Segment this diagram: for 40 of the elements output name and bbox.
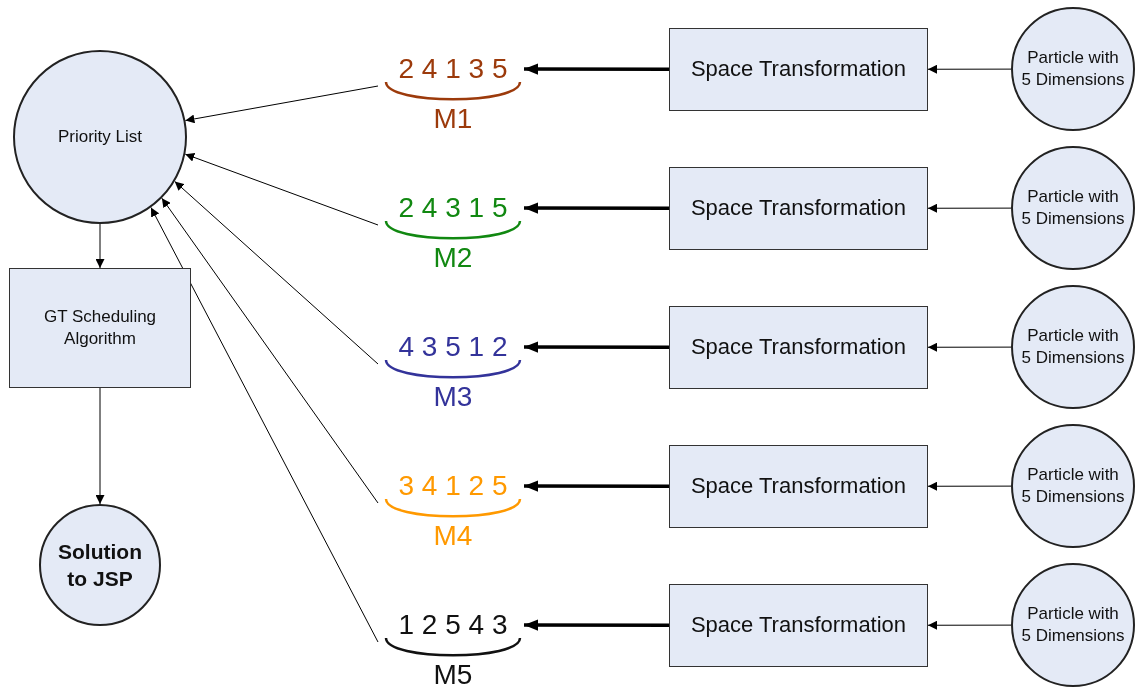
arrow [161,197,379,504]
process-box: Space Transformation [669,167,928,250]
arrow [524,480,669,492]
arrow [927,342,1012,352]
arrow [927,481,1012,491]
arrow [184,153,379,226]
circle-node: Priority List [13,50,187,224]
arrow [524,202,669,214]
number-sequence: 2 4 3 1 5 [398,191,508,225]
arrow [95,387,105,505]
circle-node: Particle with 5 Dimensions [1011,563,1135,687]
circle-node: Particle with 5 Dimensions [1011,7,1135,131]
machine-label: M2 [433,242,473,274]
machine-label: M1 [433,103,473,135]
process-box: Space Transformation [669,306,928,389]
arrow [524,63,669,75]
arrow [95,223,105,269]
arrow [174,181,379,365]
number-sequence: 4 3 5 1 2 [398,330,508,364]
machine-label: M3 [433,381,473,413]
number-sequence: 2 4 1 3 5 [398,52,508,86]
process-box: Space Transformation [669,584,928,667]
arrow [524,341,669,353]
process-box: GT Scheduling Algorithm [9,268,191,388]
arrow [524,619,669,631]
number-sequence: 1 2 5 4 3 [398,608,508,642]
machine-label: M4 [433,520,473,552]
process-box: Space Transformation [669,28,928,111]
circle-node: Particle with 5 Dimensions [1011,424,1135,548]
arrow [150,207,379,643]
process-box: Space Transformation [669,445,928,528]
machine-label: M5 [433,659,473,691]
arrow [927,64,1012,74]
number-sequence: 3 4 1 2 5 [398,469,508,503]
arrow [184,85,379,124]
circle-node: Particle with 5 Dimensions [1011,146,1135,270]
circle-node: Particle with 5 Dimensions [1011,285,1135,409]
arrow [927,620,1012,630]
arrow [927,203,1012,213]
circle-node: Solution to JSP [39,504,161,626]
